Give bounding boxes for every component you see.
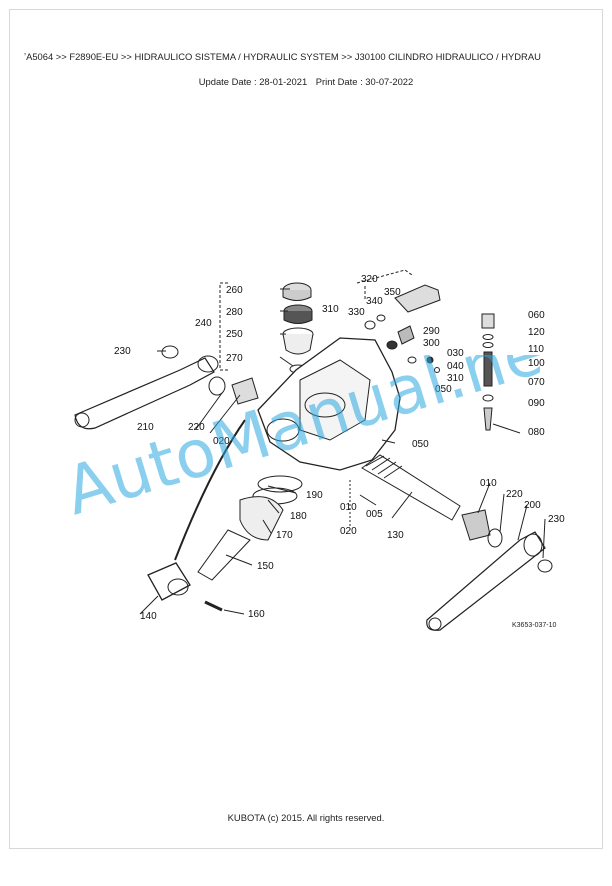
label-120: 120: [528, 327, 545, 338]
label-230a: 230: [114, 346, 131, 357]
label-110: 110: [528, 344, 544, 355]
label-010b: 010: [480, 478, 497, 489]
label-040: 040: [447, 361, 464, 372]
label-030: 030: [447, 348, 464, 359]
label-200: 200: [524, 500, 541, 511]
label-230b: 230: [548, 514, 565, 525]
arm-200: [426, 531, 546, 631]
label-280: 280: [226, 307, 243, 318]
label-060: 060: [528, 310, 545, 321]
bracket-320: [356, 269, 413, 300]
figure-code: K3653-037-10: [512, 622, 556, 629]
print-date: Print Date : 30-07-2022: [315, 76, 414, 87]
label-100: 100: [528, 358, 545, 369]
label-210: 210: [137, 422, 154, 433]
label-020a: 020: [213, 436, 230, 447]
label-050b: 050: [412, 439, 429, 450]
label-220a: 220: [188, 422, 205, 433]
label-190: 190: [306, 490, 323, 501]
label-090: 090: [528, 398, 545, 409]
label-260: 260: [226, 285, 243, 296]
exploded-parts-diagram: 320 260 350 340 310 330 280 240 250 290 …: [74, 269, 565, 631]
label-050a: 050: [435, 384, 452, 395]
date-line: Update Date : 28-01-2021 Print Date : 30…: [0, 76, 612, 87]
label-180: 180: [290, 511, 307, 522]
label-150: 150: [257, 561, 274, 572]
label-310a: 310: [322, 304, 339, 315]
label-270: 270: [226, 353, 243, 364]
arm-210: [74, 357, 215, 430]
label-330: 330: [348, 307, 365, 318]
shaft-130: [361, 454, 461, 521]
label-070: 070: [528, 377, 545, 388]
copyright: KUBOTA (c) 2015. All rights reserved.: [227, 812, 385, 823]
label-340: 340: [366, 296, 383, 307]
label-250: 250: [226, 329, 243, 340]
label-350: 350: [384, 287, 401, 298]
label-220b: 220: [506, 489, 523, 500]
update-date: Update Date : 28-01-2021: [198, 76, 308, 87]
label-170: 170: [276, 530, 293, 541]
label-005: 005: [366, 509, 383, 520]
label-140: 140: [140, 611, 157, 622]
label-010a: 010: [340, 502, 357, 513]
label-240: 240: [195, 318, 212, 329]
breadcrumb: ʼA5064 >> F2890E-EU >> HIDRAULICO SISTEM…: [24, 51, 541, 62]
label-160: 160: [248, 609, 265, 620]
label-300: 300: [423, 338, 440, 349]
label-310b: 310: [447, 373, 464, 384]
label-290: 290: [423, 326, 440, 337]
label-020b: 020: [340, 526, 357, 537]
label-130: 130: [387, 530, 404, 541]
bracket-240: [219, 282, 228, 371]
label-320: 320: [361, 274, 378, 285]
label-080: 080: [528, 427, 545, 438]
